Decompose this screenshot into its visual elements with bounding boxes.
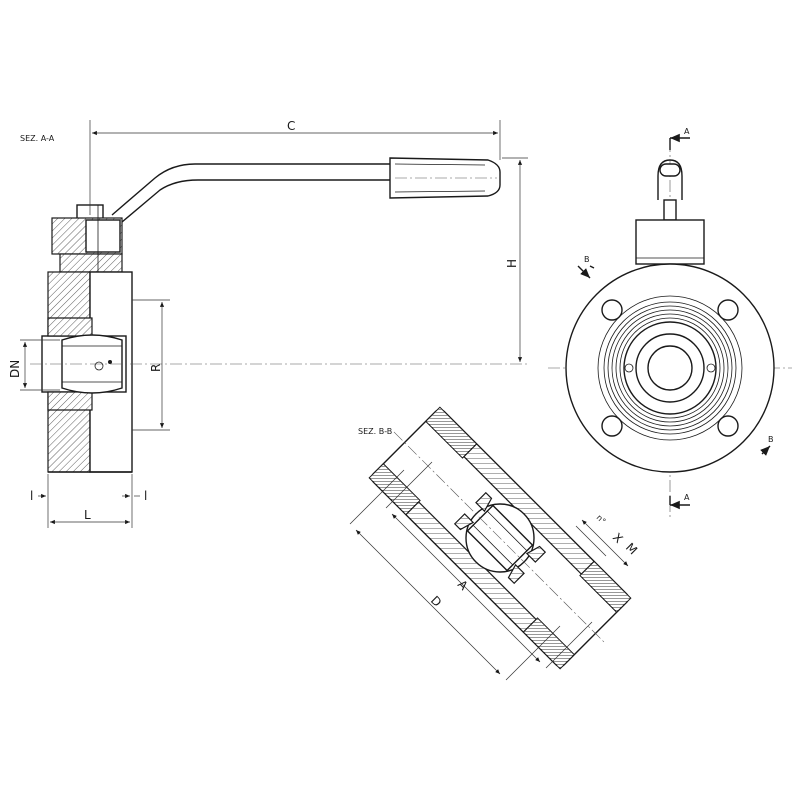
dim-c-label: C (287, 119, 295, 133)
section-mark-a-top: A (684, 127, 690, 136)
dim-n-label: n° (595, 513, 608, 526)
front-view: A A B B (548, 127, 792, 520)
section-aa-title: SEZ. A-A (20, 134, 55, 143)
section-aa-view: SEZ. A-A (8, 119, 528, 528)
dim-l-small-left: l (30, 489, 33, 503)
dim-l-small-right: l (144, 489, 147, 503)
dim-m-label: M (623, 540, 640, 557)
dim-c: C (89, 119, 501, 215)
dim-d-label: D (428, 593, 444, 609)
dim-dn-label: DN (8, 360, 22, 378)
dim-dn: DN (8, 339, 60, 391)
valve-body-section (30, 271, 528, 473)
section-bb-title: SEZ. B-B (358, 427, 392, 436)
dim-x-label: X (610, 530, 626, 546)
lever-handle (111, 157, 501, 223)
section-mark-a-bottom: A (684, 493, 690, 502)
section-mark-b-right: B (768, 435, 774, 444)
dim-l: L l l (30, 474, 147, 528)
section-bb-view: SEZ. B-B (349, 406, 640, 681)
dim-r: R (132, 299, 170, 431)
stem-assembly (51, 204, 123, 273)
dim-r-label: R (149, 364, 163, 372)
section-mark-b-left: B (584, 255, 590, 264)
dim-h: H (502, 157, 528, 362)
dim-h-label: H (505, 259, 519, 268)
dim-l-label: L (84, 508, 91, 522)
